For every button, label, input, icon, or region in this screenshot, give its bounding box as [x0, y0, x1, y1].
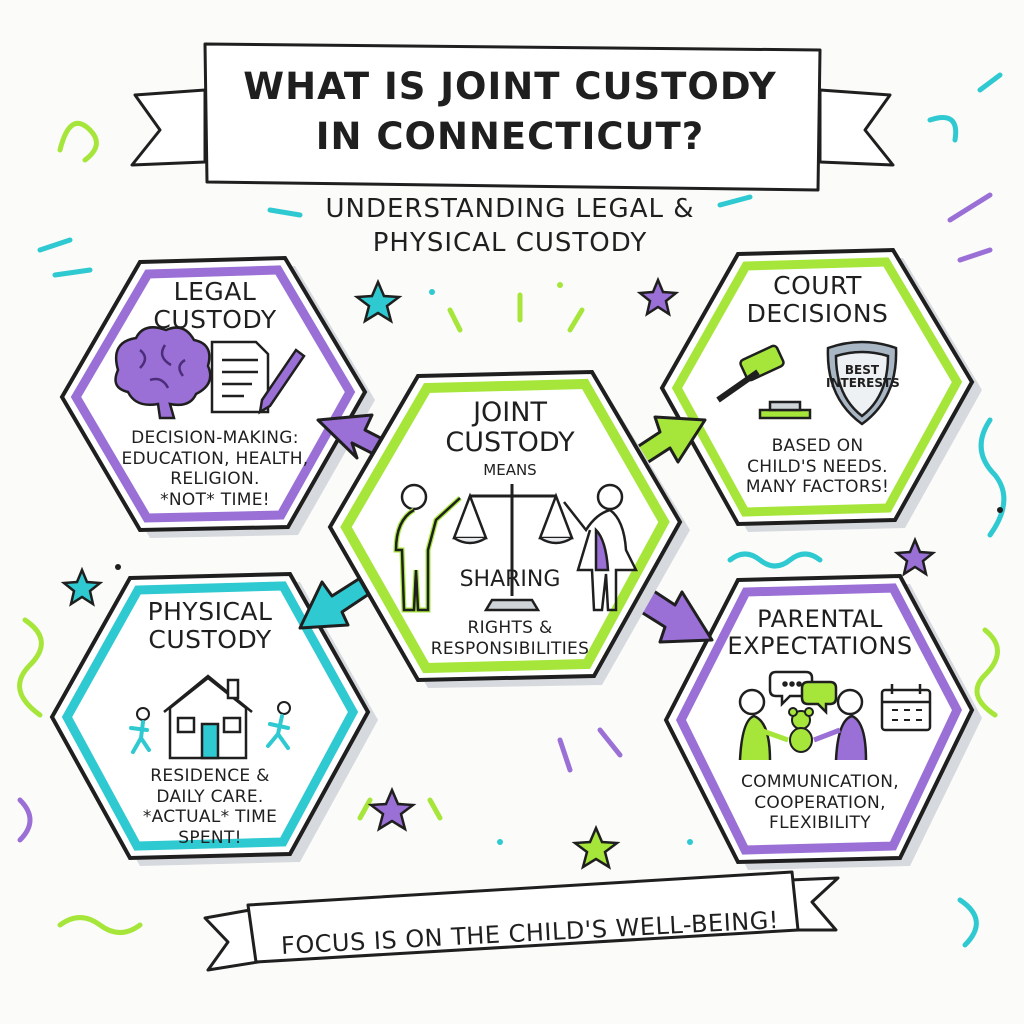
physical-body-line-4: SPENT!: [178, 828, 242, 849]
page-title: WHAT IS JOINT CUSTODY IN CONNECTICUT?: [210, 62, 810, 162]
physical-custody-title: PHYSICAL CUSTODY: [100, 598, 320, 654]
subtitle-line-1: UNDERSTANDING LEGAL &: [325, 194, 695, 224]
badge-line-1: BEST: [844, 363, 880, 377]
parental-body-line-2: COOPERATION,: [754, 792, 886, 813]
legal-title-line-1: LEGAL: [173, 277, 257, 306]
court-body-line-1: BASED ON: [771, 436, 864, 456]
court-title-line-1: COURT: [773, 271, 862, 300]
parental-title-line-2: EXPECTATIONS: [727, 631, 913, 660]
decorative-scribbles: [17, 72, 1007, 948]
brain-icon: [114, 326, 212, 420]
decorative-stars: [60, 276, 937, 870]
page-subtitle: UNDERSTANDING LEGAL & PHYSICAL CUSTODY: [260, 193, 760, 261]
physical-body-line-1: RESIDENCE &: [150, 766, 270, 786]
legal-body-line-4: *NOT* TIME!: [160, 490, 270, 511]
parental-expectations-body: COMMUNICATION, COOPERATION, FLEXIBILITY: [700, 772, 940, 834]
court-decisions-title: COURT DECISIONS: [705, 272, 930, 328]
center-title-line-2: CUSTODY: [445, 427, 575, 459]
title-line-1: WHAT IS JOINT CUSTODY: [243, 65, 777, 108]
best-interests-shield-icon: [826, 340, 898, 426]
person-running-right-icon: [266, 701, 291, 750]
calendar-icon: [880, 684, 932, 732]
legal-custody-title: LEGAL CUSTODY: [110, 278, 320, 334]
parental-expectations-title: PARENTAL EXPECTATIONS: [700, 606, 940, 660]
badge-line-2: INTERESTS: [826, 376, 900, 391]
physical-custody-body: RESIDENCE & DAILY CARE. *ACTUAL* TIME SP…: [100, 766, 320, 849]
title-line-2: IN CONNECTICUT?: [315, 114, 705, 158]
rights-responsibilities-label: RIGHTS & RESPONSIBILITIES: [400, 618, 620, 659]
court-decisions-hex: [659, 247, 982, 532]
parents-scale-icon: [393, 483, 639, 613]
court-body-line-3: MANY FACTORS!: [745, 477, 890, 498]
bottom-banner: [203, 870, 840, 972]
legal-body-line-3: RELIGION.: [170, 469, 260, 490]
house-icon: [163, 674, 253, 760]
decorative-dots: [115, 282, 1003, 845]
physical-title-line-1: PHYSICAL: [147, 597, 273, 626]
parents-child-handoff-icon: [738, 688, 868, 761]
parental-title-line-1: PARENTAL: [757, 605, 883, 633]
court-decisions-body: BASED ON CHILD'S NEEDS. MANY FACTORS!: [705, 436, 930, 498]
document-pen-icon: [210, 340, 306, 415]
speech-bubbles-icon: [768, 670, 838, 716]
physical-body-line-2: DAILY CARE.: [156, 786, 264, 807]
rights-line-1: RIGHTS &: [467, 618, 553, 638]
title-ribbon: [130, 42, 895, 192]
physical-body-line-3: *ACTUAL* TIME: [142, 807, 278, 828]
legal-custody-body: DECISION-MAKING: EDUCATION, HEALTH, RELI…: [90, 428, 340, 511]
legal-body-line-2: EDUCATION, HEALTH,: [121, 448, 309, 469]
best-interests-badge-text: BEST INTERESTS: [826, 363, 900, 391]
person-running-left-icon: [129, 707, 151, 754]
rights-line-2: RESPONSIBILITIES: [430, 638, 590, 659]
court-body-line-2: CHILD'S NEEDS.: [747, 456, 888, 477]
legal-body-line-1: DECISION-MAKING:: [131, 428, 299, 448]
sharing-label: SHARING: [459, 567, 561, 592]
subtitle-line-2: PHYSICAL CUSTODY: [372, 227, 648, 258]
court-title-line-2: DECISIONS: [746, 299, 889, 328]
joint-custody-title: JOINT CUSTODY: [420, 397, 600, 459]
teddy-bear-icon: [788, 707, 814, 753]
gavel-icon: [716, 344, 812, 420]
center-title-line-1: JOINT: [473, 397, 547, 428]
legal-title-line-2: CUSTODY: [153, 305, 277, 334]
means-label: MEANS: [483, 461, 537, 479]
parental-body-line-1: COMMUNICATION,: [740, 772, 900, 792]
physical-title-line-2: CUSTODY: [148, 625, 272, 654]
parental-body-line-3: FLEXIBILITY: [769, 813, 871, 834]
parental-expectations-hex: [663, 573, 982, 870]
